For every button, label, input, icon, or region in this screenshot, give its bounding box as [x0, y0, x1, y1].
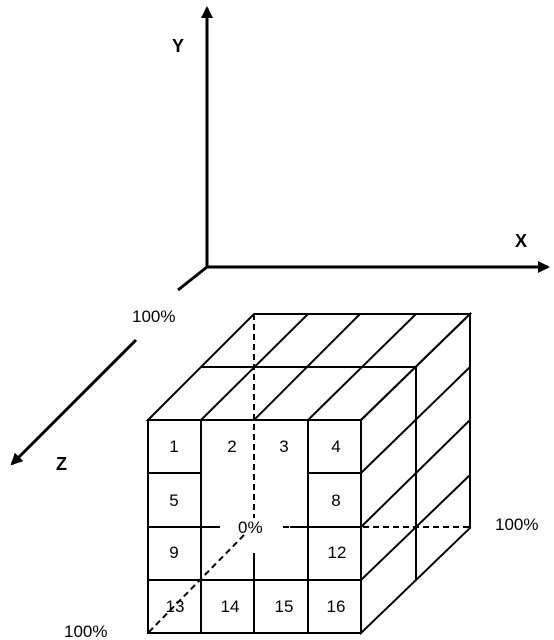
cell-label: 3	[279, 437, 288, 456]
axes	[10, 6, 550, 466]
right-grid-line	[360, 366, 471, 474]
right-grid-line	[360, 419, 471, 528]
z-axis-short	[177, 265, 208, 292]
cell-label: 12	[328, 543, 347, 562]
cell-label: 4	[331, 437, 340, 456]
cell-label: 15	[275, 597, 294, 616]
right-face	[360, 311, 471, 636]
hidden-lines	[147, 314, 470, 634]
y-axis-label: Y	[172, 36, 184, 56]
bottom-max-label: 100%	[64, 622, 107, 640]
cell-label: 2	[227, 437, 236, 456]
z-axis-label: Z	[56, 454, 67, 474]
cell-label: 14	[221, 597, 240, 616]
cell-label: 1	[169, 437, 178, 456]
cell-label: 5	[169, 491, 178, 510]
x-axis-label: X	[515, 231, 527, 251]
cell-label: 13	[166, 597, 185, 616]
cell-label: 16	[327, 597, 346, 616]
top-grid-line	[307, 313, 417, 421]
top-grid-line	[253, 313, 361, 421]
origin-label: 0%	[238, 518, 263, 537]
z-axis	[10, 338, 138, 466]
cell-label: 8	[331, 491, 340, 510]
z-max-label: 100%	[132, 307, 175, 326]
cell-label: 9	[169, 543, 178, 562]
x-max-label: 100%	[495, 515, 538, 534]
hidden-diagonal	[147, 534, 245, 634]
cube	[145, 311, 473, 636]
